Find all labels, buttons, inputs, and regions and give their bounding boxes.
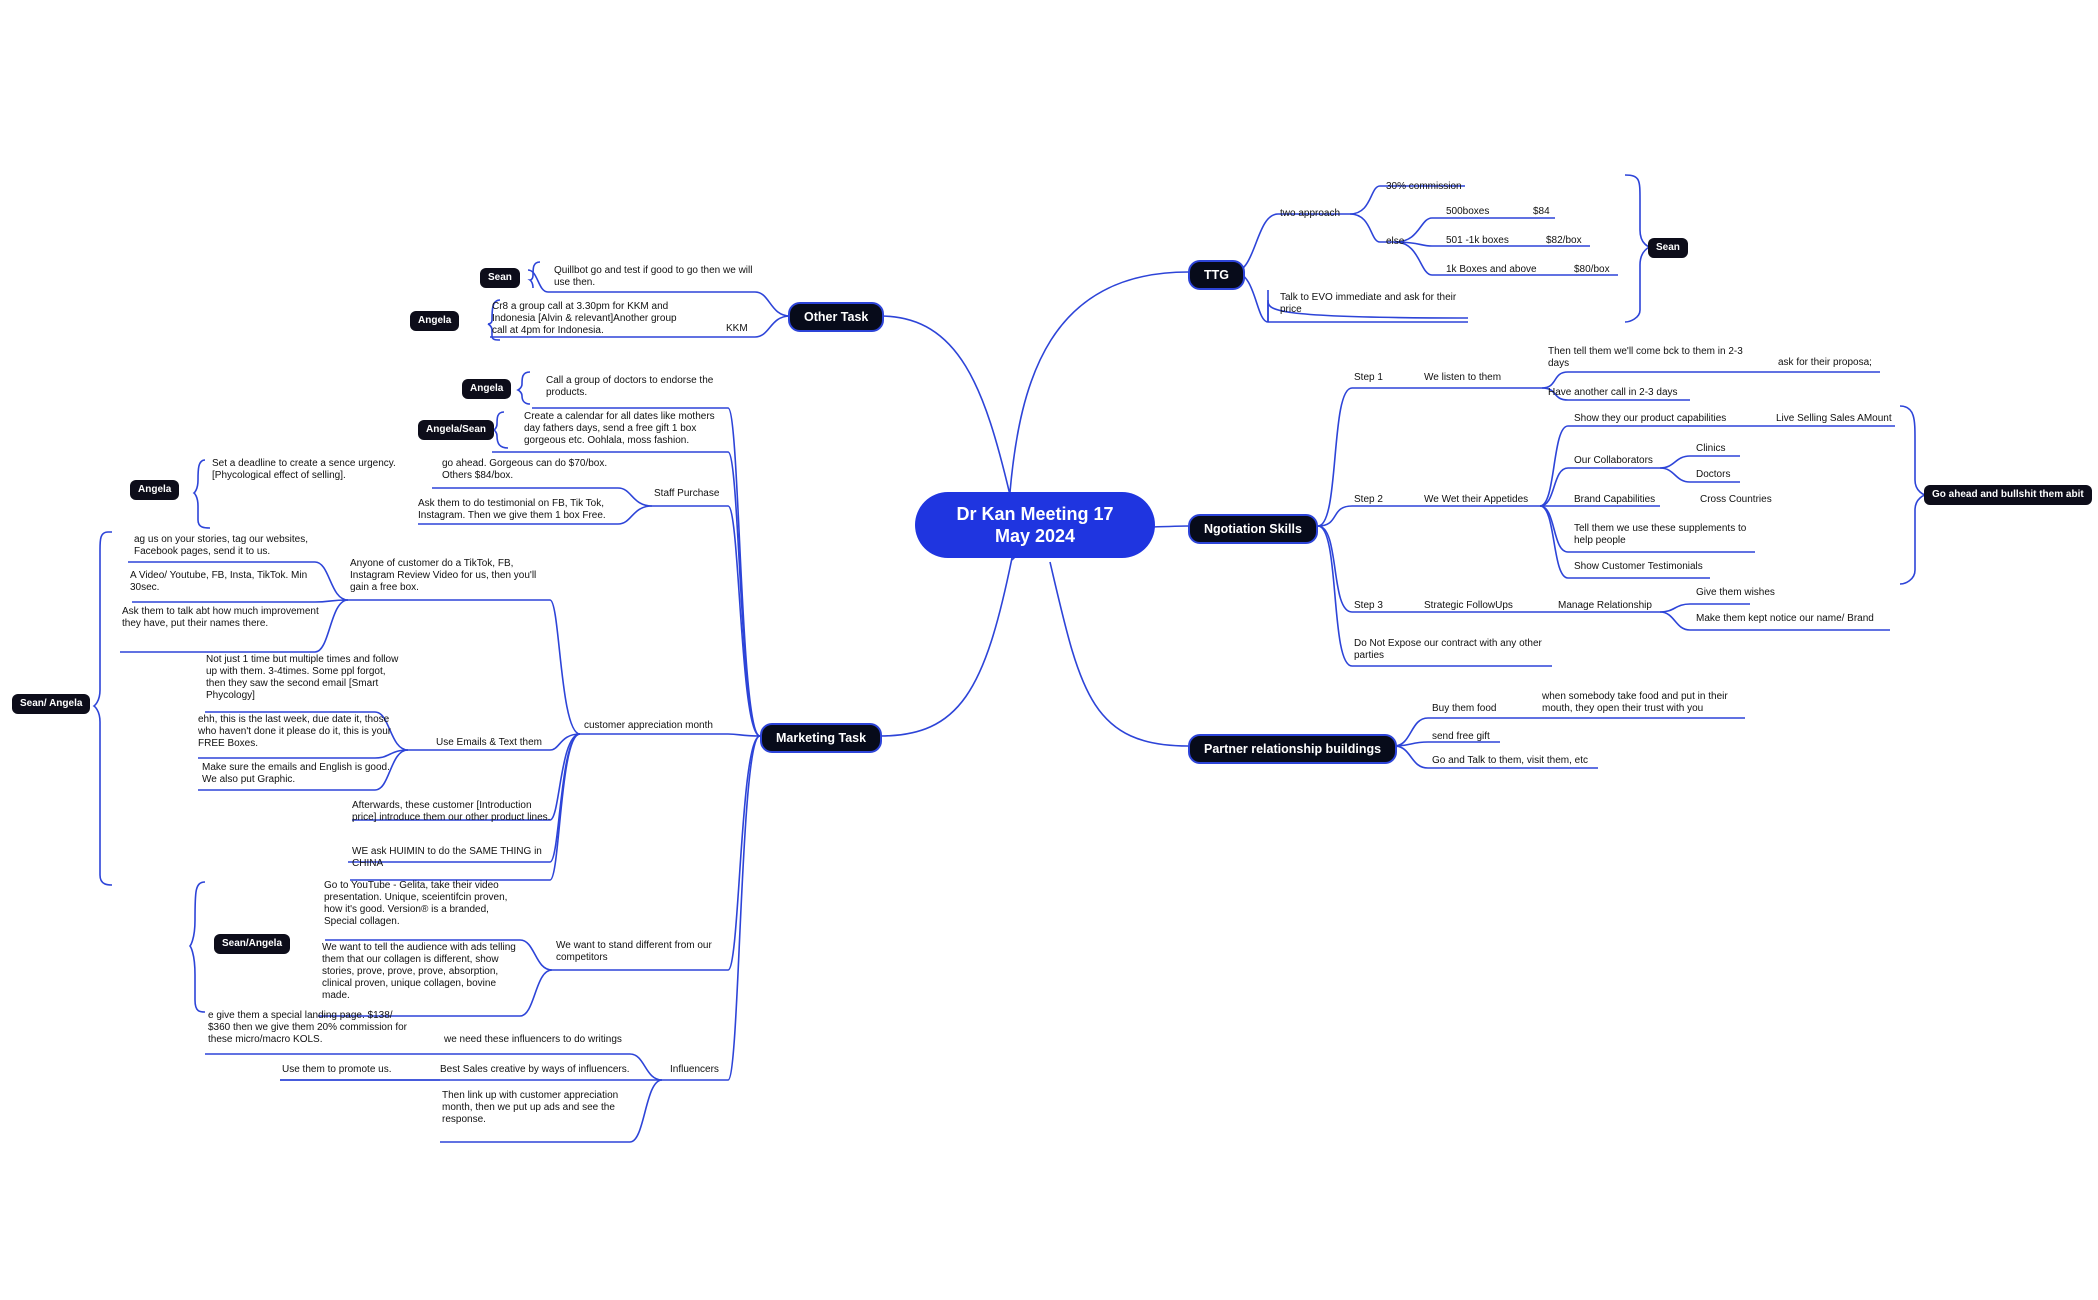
- other-quillbot: Quillbot go and test if good to go then …: [554, 265, 753, 288]
- mkt-emails-text: Use Emails & Text them: [436, 737, 542, 748]
- owner-angela-doctors[interactable]: Angela: [462, 379, 512, 399]
- neg-live-selling: Live Selling Sales AMount: [1776, 413, 1892, 424]
- mkt-stand-different: We want to stand different from our comp…: [556, 940, 712, 963]
- ttg-two-approach: two approach: [1280, 208, 1341, 219]
- neg-doctors: Doctors: [1696, 469, 1731, 480]
- owner-sean-angela-competitors[interactable]: Sean/Angela: [214, 934, 291, 954]
- neg-tell-supplements: Tell them we use these supplements to he…: [1574, 523, 1747, 546]
- central-topic[interactable]: Dr Kan Meeting 17 May 2024: [915, 492, 1155, 558]
- mkt-calendar: Create a calendar for all dates like mot…: [524, 411, 715, 446]
- mkt-tag-stories: ag us on your stories, tag our websites,…: [134, 534, 308, 557]
- mkt-english-good: Make sure the emails and English is good…: [202, 762, 390, 785]
- neg-followups: Strategic FollowUps: [1424, 600, 1513, 611]
- mkt-go-ahead: go ahead. Gorgeous can do $70/box. Other…: [442, 458, 608, 481]
- neg-cross-countries: Cross Countries: [1700, 494, 1772, 505]
- ttg-500boxes: 500boxes: [1446, 206, 1490, 217]
- neg-give-wishes: Give them wishes: [1696, 587, 1775, 598]
- ttg-501-1k-boxes: 501 -1k boxes: [1446, 235, 1509, 246]
- mkt-youtube-gelita: Go to YouTube - Gelita, take their video…: [324, 880, 508, 927]
- neg-listen: We listen to them: [1424, 372, 1502, 383]
- branch-negotiation-skills[interactable]: Ngotiation Skills: [1188, 514, 1318, 544]
- owner-sean-angela-appreciation[interactable]: Sean/ Angela: [12, 694, 91, 714]
- owner-sean-ttg[interactable]: Sean: [1648, 238, 1688, 258]
- branch-marketing-task[interactable]: Marketing Task: [760, 723, 883, 753]
- partner-free-gift: send free gift: [1432, 731, 1490, 742]
- mkt-improvement: Ask them to talk abt how much improvemen…: [122, 606, 319, 629]
- mkt-promote: Use them to promote us.: [282, 1064, 392, 1075]
- neg-manage-relationship: Manage Relationship: [1558, 600, 1652, 611]
- owner-sean-other[interactable]: Sean: [480, 268, 520, 288]
- mkt-staff-purchase: Staff Purchase: [654, 488, 720, 499]
- mkt-last-week: ehh, this is the last week, due date it,…: [198, 714, 392, 749]
- mkt-afterwards: Afterwards, these customer [Introduction…: [352, 800, 551, 823]
- ttg-commission: 30% commission: [1386, 181, 1462, 192]
- neg-collaborators: Our Collaborators: [1574, 455, 1653, 466]
- mkt-call-doctors: Call a group of doctors to endorse the p…: [546, 375, 714, 398]
- mkt-landing-page: e give them a special landing page. $138…: [208, 1010, 407, 1045]
- mkt-link-up: Then link up with customer appreciation …: [442, 1090, 619, 1125]
- neg-show-capabilities: Show they our product capabilities: [1574, 413, 1727, 424]
- neg-step3: Step 3: [1354, 600, 1383, 611]
- mkt-writings: we need these influencers to do writings: [444, 1034, 622, 1045]
- mkt-best-sales: Best Sales creative by ways of influence…: [440, 1064, 630, 1075]
- mkt-appreciation-month: customer appreciation month: [584, 720, 713, 731]
- mkt-video-length: A Video/ Youtube, FB, Insta, TikTok. Min…: [130, 570, 308, 593]
- mkt-deadline: Set a deadline to create a sence urgency…: [212, 458, 396, 481]
- neg-ask-proposal: ask for their proposa;: [1778, 357, 1872, 368]
- mkt-audience-ads: We want to tell the audience with ads te…: [322, 942, 516, 1001]
- mkt-influencers: Influencers: [670, 1064, 719, 1075]
- other-group-call: Cr8 a group call at 3.30pm for KKM and I…: [492, 301, 677, 336]
- partner-food-note: when somebody take food and put in their…: [1542, 691, 1728, 714]
- neg-another-call: Have another call in 2-3 days: [1548, 387, 1678, 398]
- other-kkm: KKM: [726, 323, 748, 334]
- neg-step2: Step 2: [1354, 494, 1383, 505]
- owner-angela-sean-calendar[interactable]: Angela/Sean: [418, 420, 495, 440]
- owner-angela-deadline[interactable]: Angela: [130, 480, 180, 500]
- neg-testimonials: Show Customer Testimonials: [1574, 561, 1703, 572]
- neg-clinics: Clinics: [1696, 443, 1726, 454]
- owner-angela-other[interactable]: Angela: [410, 311, 460, 331]
- mkt-huimin: WE ask HUIMIN to do the SAME THING in CH…: [352, 846, 542, 869]
- branch-ttg[interactable]: TTG: [1188, 260, 1245, 290]
- mkt-testimonial: Ask them to do testimonial on FB, Tik To…: [418, 498, 606, 521]
- owner-negotiation[interactable]: Go ahead and bullshit them abit: [1924, 485, 2092, 505]
- ttg-else: else: [1386, 236, 1405, 247]
- branch-partner-relationship[interactable]: Partner relationship buildings: [1188, 734, 1398, 764]
- ttg-price-84: $84: [1533, 206, 1550, 217]
- ttg-price-82: $82/box: [1546, 235, 1582, 246]
- ttg-price-80: $80/box: [1574, 264, 1610, 275]
- partner-visit: Go and Talk to them, visit them, etc: [1432, 755, 1588, 766]
- neg-kept-notice: Make them kept notice our name/ Brand: [1696, 613, 1874, 624]
- branch-other-task[interactable]: Other Task: [788, 302, 885, 332]
- neg-brand-capabilities: Brand Capabilities: [1574, 494, 1656, 505]
- mkt-multiple-times: Not just 1 time but multiple times and f…: [206, 654, 399, 701]
- mkt-tiktok-review: Anyone of customer do a TikTok, FB, Inst…: [350, 558, 537, 593]
- neg-come-back: Then tell them we'll come bck to them in…: [1548, 346, 1743, 369]
- ttg-talk-to-evo: Talk to EVO immediate and ask for their …: [1280, 292, 1457, 315]
- neg-wet-appetides: We Wet their Appetides: [1424, 494, 1529, 505]
- neg-do-not-expose: Do Not Expose our contract with any othe…: [1354, 638, 1542, 661]
- neg-step1: Step 1: [1354, 372, 1383, 383]
- partner-buy-food: Buy them food: [1432, 703, 1497, 714]
- ttg-1k-boxes: 1k Boxes and above: [1446, 264, 1537, 275]
